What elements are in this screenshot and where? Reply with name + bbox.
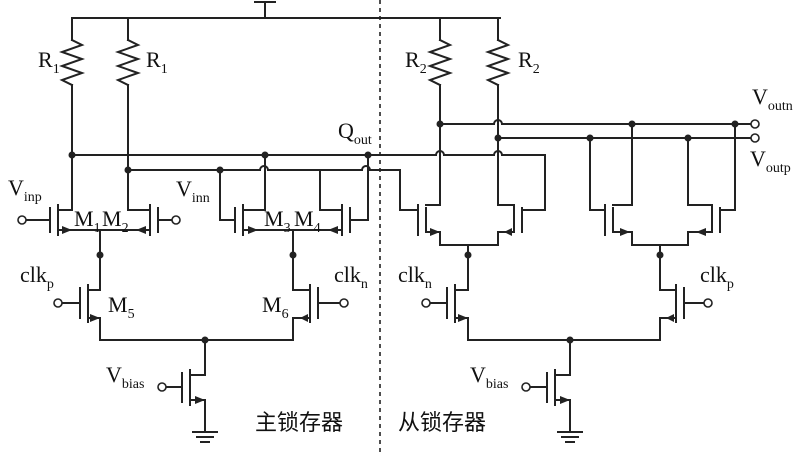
- label-r2-left: R2: [405, 47, 427, 77]
- supply-rail: [71, 1, 501, 19]
- label-m4: M4: [294, 206, 321, 236]
- label-v-inn: Vinn: [176, 176, 210, 206]
- resistor-r2-left: [426, 17, 454, 206]
- label-q-out: Qout: [338, 118, 372, 148]
- label-clk-n-slave: clkn: [398, 262, 432, 292]
- slave-clk-n-transistor: [421, 284, 469, 341]
- label-m1: M1: [74, 206, 101, 236]
- label-slave-latch: 从锁存器: [398, 411, 486, 436]
- resistor-r1-left: [58, 17, 86, 156]
- bias-transistor-master: [157, 336, 218, 443]
- label-master-latch: 主锁存器: [255, 411, 343, 436]
- vinp-input: [17, 215, 51, 225]
- slave-output-bus: [436, 119, 760, 143]
- transistor-m4: [292, 154, 369, 256]
- label-m5: M5: [108, 292, 135, 322]
- label-clk-p-left: clkp: [20, 262, 54, 292]
- transistor-m6: [289, 251, 349, 341]
- label-m6: M6: [262, 292, 289, 322]
- transistor-m1: [49, 154, 101, 256]
- slave-cross-pair: [589, 123, 736, 291]
- slave-input-pair: [399, 204, 546, 291]
- vout-n-terminal: [750, 119, 760, 129]
- label-r1-right: R1: [146, 47, 168, 77]
- label-m3: M3: [264, 206, 291, 236]
- transistor-m3: [219, 154, 294, 236]
- master-output-bus: [68, 150, 546, 211]
- vinn-terminal: [171, 215, 181, 225]
- transistor-m5: [53, 251, 104, 341]
- slave-clk-p-transistor: [659, 284, 713, 341]
- label-r2-right: R2: [518, 47, 540, 77]
- resistor-r2-right: [484, 17, 512, 206]
- label-clk-p-right: clkp: [700, 262, 734, 292]
- label-v-inp: Vinp: [8, 175, 42, 205]
- transistor-m2: [99, 169, 181, 236]
- label-v-outn: Voutn: [752, 84, 793, 114]
- resistor-r1-right: [114, 17, 142, 171]
- label-v-outp: Voutp: [750, 146, 791, 176]
- label-r1-left: R1: [38, 47, 60, 77]
- label-m2: M2: [102, 206, 129, 236]
- bias-transistor-slave: [521, 336, 583, 443]
- label-v-bias-slave: Vbias: [470, 362, 508, 392]
- vout-p-terminal: [750, 133, 760, 143]
- label-clk-n-master: clkn: [334, 262, 368, 292]
- label-v-bias-master: Vbias: [106, 362, 144, 392]
